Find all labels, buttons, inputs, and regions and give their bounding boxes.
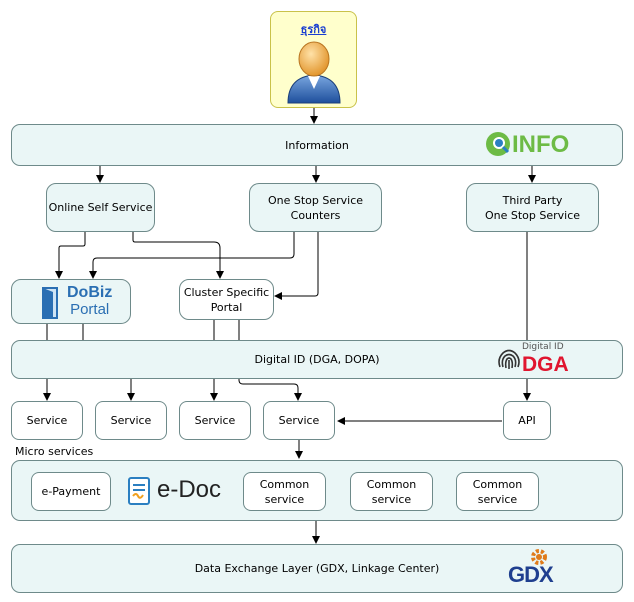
online-self-service-node: Online Self Service xyxy=(46,183,155,232)
one-stop-line2: Counters xyxy=(290,208,341,222)
one-stop-service-counters-node: One Stop Service Counters xyxy=(249,183,382,232)
common-service-box-2: Common service xyxy=(350,472,433,511)
door-icon xyxy=(42,287,58,319)
user-label: ธุรกิจ xyxy=(300,23,327,36)
epayment-label: e-Payment xyxy=(41,485,101,498)
digital-id-layer: Digital ID (DGA, DOPA) xyxy=(11,340,623,379)
info-logo-text: INFO xyxy=(512,131,570,158)
gear-icon xyxy=(531,549,547,565)
fingerprint-icon xyxy=(498,349,520,369)
information-layer: Information xyxy=(11,124,623,166)
online-self-service-label: Online Self Service xyxy=(48,201,153,214)
epayment-box: e-Payment xyxy=(31,472,111,511)
dobiz-subtitle: Portal xyxy=(70,301,110,318)
one-stop-line1: One Stop Service xyxy=(267,193,364,207)
gdx-logo: GDX xyxy=(508,548,572,588)
common-service-box-1: Common service xyxy=(243,472,326,511)
service-box-1: Service xyxy=(11,401,83,440)
service-label-2: Service xyxy=(110,414,152,427)
digital-id-small-text: Digital ID xyxy=(522,342,564,352)
gdx-logo-text: GDX xyxy=(508,562,554,587)
third-party-line1: Third Party xyxy=(502,193,563,207)
cluster-portal-node: Cluster Specific Portal xyxy=(179,279,274,320)
digital-id-label: Digital ID (DGA, DOPA) xyxy=(254,353,380,366)
service-label-1: Service xyxy=(26,414,68,427)
document-icon xyxy=(128,477,150,505)
information-label: Information xyxy=(285,138,349,152)
info-logo: INFO xyxy=(484,128,584,160)
dga-logo: Digital ID DGA xyxy=(494,341,584,377)
user-actor-box: ธุรกิจ xyxy=(270,11,357,108)
service-box-4: Service xyxy=(263,401,335,440)
edoc-logo-text: e-Doc xyxy=(157,476,222,503)
data-exchange-label: Data Exchange Layer (GDX, Linkage Center… xyxy=(194,562,440,575)
service-label-3: Service xyxy=(194,414,236,427)
data-exchange-layer: Data Exchange Layer (GDX, Linkage Center… xyxy=(11,544,623,593)
dga-logo-text: DGA xyxy=(522,353,569,376)
service-label-4: Service xyxy=(278,414,320,427)
third-party-node: Third Party One Stop Service xyxy=(466,183,599,232)
third-party-line2: One Stop Service xyxy=(484,208,581,222)
person-icon xyxy=(286,41,341,104)
api-label: API xyxy=(518,414,536,427)
info-magnifier-icon xyxy=(486,132,510,156)
service-box-3: Service xyxy=(179,401,251,440)
micro-services-title: Micro services xyxy=(15,445,94,458)
common-service-1-line1: Common xyxy=(259,477,310,491)
common-service-3-line1: Common xyxy=(472,477,523,491)
common-service-2-line2: service xyxy=(371,492,412,506)
dobiz-portal-node: DoBiz Portal xyxy=(11,279,131,324)
common-service-1-line2: service xyxy=(264,492,305,506)
api-box: API xyxy=(503,401,551,440)
cluster-line1: Cluster Specific xyxy=(183,285,270,299)
common-service-2-line1: Common xyxy=(366,477,417,491)
edoc-logo: e-Doc xyxy=(127,474,227,508)
service-box-2: Service xyxy=(95,401,167,440)
common-service-3-line2: service xyxy=(477,492,518,506)
dobiz-title: DoBiz xyxy=(67,284,113,301)
common-service-box-3: Common service xyxy=(456,472,539,511)
cluster-line2: Portal xyxy=(210,300,243,314)
